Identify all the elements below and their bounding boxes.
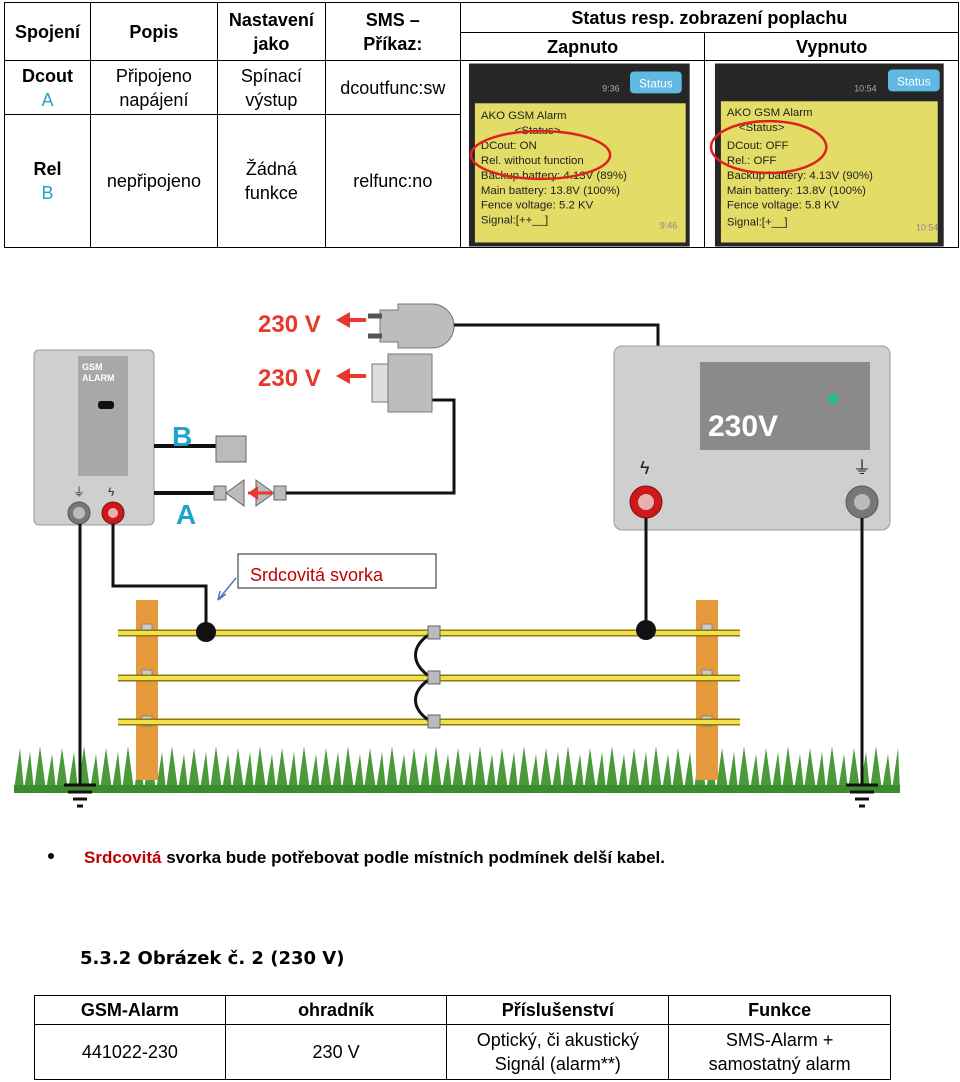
time2-off: 10:54 bbox=[916, 223, 938, 233]
bottom-cell-voltage: 230 V bbox=[224, 1024, 448, 1080]
header-sms: SMS – Příkaz: bbox=[324, 2, 461, 61]
bottom-cell-accessory: Optický, či akustický Signál (alarm**) bbox=[446, 1024, 670, 1080]
label-a: A bbox=[176, 499, 196, 530]
rel-label: Rel bbox=[33, 159, 62, 179]
note-rest: svorka bude potřebovat podle místních po… bbox=[161, 848, 665, 867]
svg-text:ϟ: ϟ bbox=[640, 458, 650, 478]
row-dcout-popis: Připojeno napájení bbox=[89, 60, 218, 115]
highlight-circle-off bbox=[710, 119, 828, 175]
header-vypnuto: Vypnuto bbox=[704, 32, 959, 61]
bottom-header-funkce: Funkce bbox=[668, 995, 891, 1025]
row-rel-nastaveni: Žádná funkce bbox=[216, 114, 326, 248]
dcout-label: Dcout bbox=[21, 65, 73, 86]
device-label-gsm: GSM bbox=[82, 362, 103, 372]
sms-on-line-8: Signal:[++__] bbox=[481, 215, 548, 227]
sms-off-line-3: DCout: OFF bbox=[727, 140, 789, 152]
sms-off-line-2: <Status> bbox=[739, 122, 785, 134]
sms-on-line-1: AKO GSM Alarm bbox=[481, 110, 567, 122]
screenshot-off: Status 10:54 AKO GSM Alarm <Status> DCou… bbox=[704, 60, 959, 248]
callout-label: Srdcovitá svorka bbox=[250, 565, 384, 585]
row-rel-popis: nepřipojeno bbox=[89, 114, 218, 248]
svg-text:ϟ: ϟ bbox=[108, 485, 115, 499]
time2-on: 9:46 bbox=[660, 221, 677, 231]
sms-off-line-8: Signal:[+__] bbox=[727, 217, 788, 229]
svg-text:⏚: ⏚ bbox=[853, 458, 871, 478]
row-dcout-sms: dcoutfunc:sw bbox=[324, 60, 461, 115]
status-bubble-on: Status bbox=[639, 76, 673, 90]
bottom-cell-function: SMS-Alarm + samostatný alarm bbox=[668, 1024, 891, 1080]
sms-on-line-4: Rel. without function bbox=[481, 155, 584, 167]
status-bubble-off: Status bbox=[897, 74, 931, 88]
time-on: 9:36 bbox=[602, 83, 619, 93]
highlight-circle-on bbox=[469, 129, 612, 181]
sms-off-line-1: AKO GSM Alarm bbox=[727, 107, 813, 119]
note-highlight: Srdcovitá bbox=[84, 848, 162, 867]
gsm-alarm-device: GSM ALARM ⏚ ϟ bbox=[33, 349, 155, 526]
header-spojeni: Spojení bbox=[4, 2, 91, 61]
time-off: 10:54 bbox=[855, 83, 877, 93]
connector-b bbox=[215, 435, 247, 463]
ground-symbol-right bbox=[846, 783, 878, 808]
plug2-voltage: 230 V bbox=[258, 365, 321, 392]
fence-post-right bbox=[696, 600, 718, 780]
plug1-voltage: 230 V bbox=[258, 311, 321, 338]
bottom-header-gsm: GSM-Alarm bbox=[34, 995, 226, 1025]
plug-2 bbox=[371, 353, 433, 413]
bottom-header-ohradnik: ohradník bbox=[224, 995, 448, 1025]
connector-a bbox=[273, 485, 287, 501]
bottom-header-prislusenstvi: Příslušenství bbox=[446, 995, 670, 1025]
device-label-alarm: ALARM bbox=[82, 373, 115, 383]
sms-off-line-7: Fence voltage: 5.8 KV bbox=[727, 200, 840, 212]
fence-post-left bbox=[136, 600, 158, 780]
grass bbox=[14, 746, 900, 800]
sms-on-line-3: DCout: ON bbox=[481, 140, 537, 152]
sms-screenshot-on: Status 9:36 AKO GSM Alarm <Status> DCout… bbox=[460, 61, 705, 247]
sms-off-line-4: Rel.: OFF bbox=[727, 155, 777, 167]
rel-letter: B bbox=[41, 183, 54, 203]
label-b: B bbox=[172, 421, 192, 452]
figure-caption: 5.3.2 Obrázek č. 2 (230 V) bbox=[80, 948, 345, 969]
row-dcout-nastaveni: Spínací výstup bbox=[216, 60, 326, 115]
wiring-diagram: GSM ALARM ⏚ ϟ B A 230 V 230 V 2 bbox=[14, 303, 900, 808]
svg-text:⏚: ⏚ bbox=[73, 485, 85, 499]
product-table: GSM-Alarm ohradník Příslušenství Funkce … bbox=[34, 995, 891, 1080]
sms-screenshot-off: Status 10:54 AKO GSM Alarm <Status> DCou… bbox=[705, 61, 958, 247]
plug-1 bbox=[368, 303, 455, 349]
header-zapnuto: Zapnuto bbox=[459, 32, 706, 61]
row-rel-spojeni: Rel B bbox=[4, 114, 91, 248]
header-status: Status resp. zobrazení poplachu bbox=[459, 2, 960, 33]
ground-symbol-left bbox=[64, 783, 96, 808]
row-rel-sms: relfunc:no bbox=[324, 114, 461, 248]
header-popis: Popis bbox=[89, 2, 218, 61]
energizer-device: 230V ϟ ⏚ bbox=[613, 345, 891, 531]
row-dcout-spojeni: Dcout A bbox=[4, 60, 91, 115]
screenshot-on: Status 9:36 AKO GSM Alarm <Status> DCout… bbox=[459, 60, 706, 248]
bullet-icon bbox=[48, 853, 54, 859]
note-text: Srdcovitá svorka bude potřebovat podle m… bbox=[84, 848, 665, 868]
sms-off-line-6: Main battery: 13.8V (100%) bbox=[727, 185, 866, 197]
header-nastaveni: Nastavení jako bbox=[216, 2, 326, 61]
energizer-voltage: 230V bbox=[708, 410, 778, 443]
sms-on-line-7: Fence voltage: 5.2 KV bbox=[481, 200, 594, 212]
connection-table: Spojení Popis Nastavení jako SMS – Příka… bbox=[4, 2, 960, 248]
sms-on-line-6: Main battery: 13.8V (100%) bbox=[481, 185, 620, 197]
callout-box bbox=[237, 553, 437, 589]
bottom-cell-model: 441022-230 bbox=[34, 1024, 226, 1080]
dcout-letter: A bbox=[41, 89, 54, 110]
